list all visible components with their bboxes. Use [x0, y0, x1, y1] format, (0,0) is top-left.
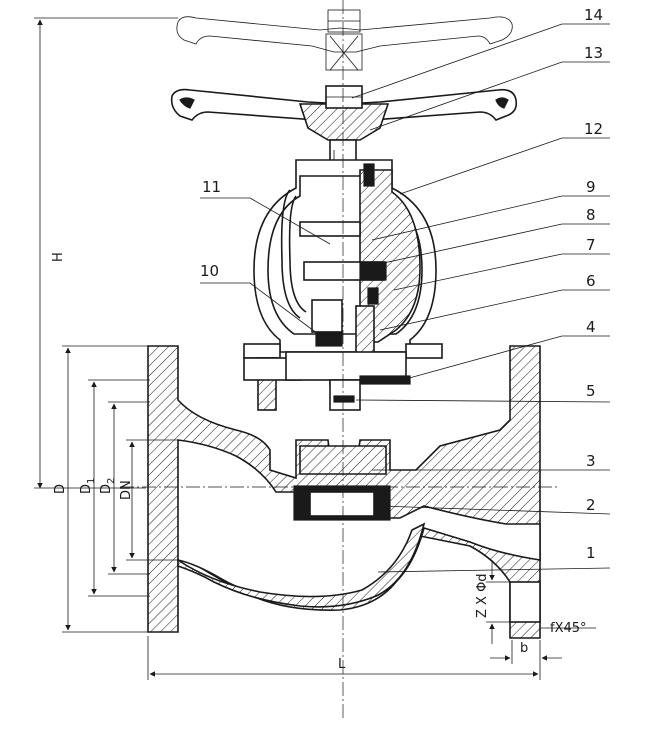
dim-label-h: H — [51, 252, 66, 262]
dimension-labels: H D D1 D2 DN L Z X Φd fX45° b — [51, 252, 587, 672]
callout-5: 5 — [586, 382, 596, 400]
bonnet-yoke — [253, 159, 437, 353]
dim-label-b: b — [520, 641, 528, 656]
dim-label-d2: D2 — [99, 478, 117, 494]
callout-10: 10 — [200, 262, 219, 280]
callout-4: 4 — [586, 318, 596, 336]
callout-14: 14 — [584, 6, 603, 24]
callout-8: 8 — [586, 206, 596, 224]
callout-13: 13 — [584, 44, 603, 62]
callout-1: 1 — [586, 544, 596, 562]
callout-7: 7 — [586, 236, 596, 254]
callout-2: 2 — [586, 496, 596, 514]
handwheel-lower — [170, 85, 518, 141]
callout-12: 12 — [584, 120, 603, 138]
dimension-lines — [34, 17, 596, 680]
dim-label-d: D — [53, 484, 68, 494]
callout-6: 6 — [586, 272, 596, 290]
dim-label-dn: DN — [119, 480, 134, 500]
callout-11: 11 — [202, 178, 221, 196]
dim-label-z: Z X Φd — [475, 573, 490, 618]
callout-3: 3 — [586, 452, 596, 470]
stem-nut-assembly — [299, 221, 387, 361]
center-lines — [120, 0, 560, 720]
dim-label-l: L — [338, 657, 346, 672]
callout-labels: 14 13 12 11 10 9 8 7 6 5 4 3 2 1 — [200, 6, 603, 562]
dim-label-f: fX45° — [550, 621, 587, 636]
bonnet-bolts — [243, 343, 443, 411]
valve-body — [147, 345, 541, 639]
dim-label-d1: D1 — [79, 478, 97, 494]
handwheel-upper — [176, 9, 513, 71]
leader-lines — [200, 23, 611, 573]
callout-9: 9 — [586, 178, 596, 196]
